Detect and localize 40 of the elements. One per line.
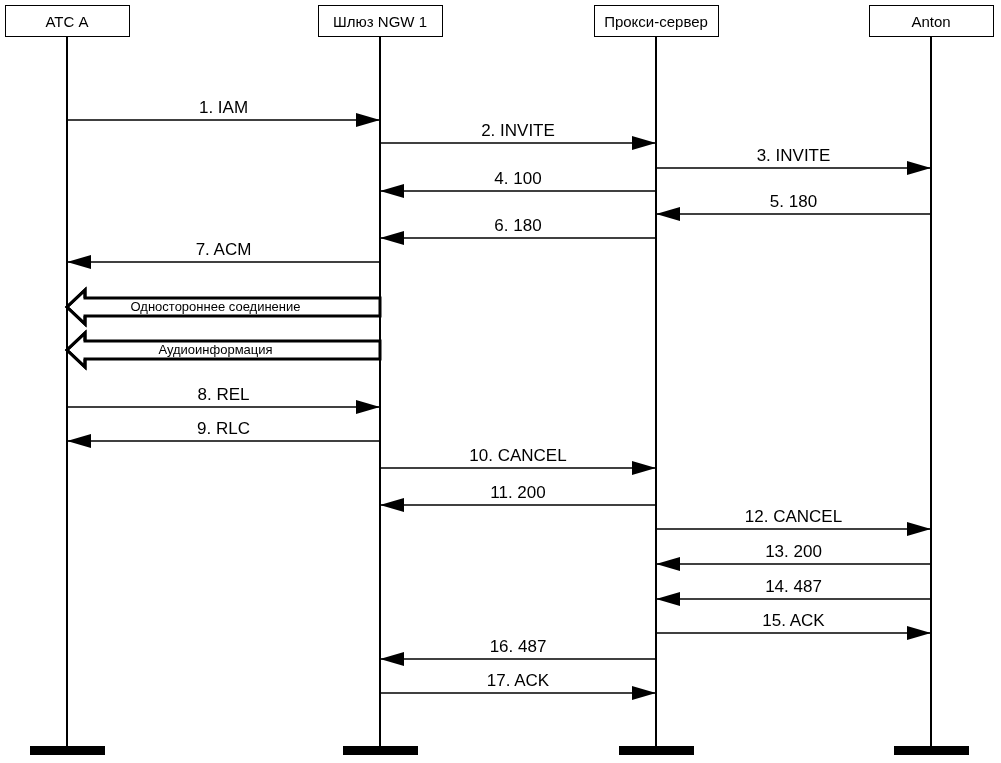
- message-arrow: [66, 400, 381, 414]
- message-label: 15. ACK: [762, 612, 825, 630]
- message-arrow: [379, 686, 657, 700]
- message-label: 13. 200: [765, 543, 822, 561]
- participant-box: Прокси-сервер: [593, 5, 719, 37]
- message-label: 7. ACM: [195, 241, 252, 259]
- message-arrow: [66, 113, 381, 127]
- message-label: 11. 200: [490, 484, 546, 502]
- message-label: 9. RLC: [197, 420, 250, 438]
- participant-box: Anton: [868, 5, 994, 37]
- participant-box: Шлюз NGW 1: [317, 5, 443, 37]
- message-arrow: [655, 557, 932, 571]
- edge-label: Аудиоинформация: [158, 343, 273, 357]
- message-label: 16. 487: [489, 638, 547, 656]
- message-arrow: [655, 626, 932, 640]
- message-label: 5. 180: [769, 193, 818, 211]
- message-label: 10. CANCEL: [469, 447, 567, 465]
- message-label: 4. 100: [494, 170, 542, 188]
- message-arrow: [66, 434, 381, 448]
- message-label: 2. INVITE: [481, 122, 555, 140]
- message-arrow: [379, 231, 657, 245]
- message-arrow: [379, 136, 657, 150]
- message-arrow: [655, 522, 932, 536]
- participant-box: АТС А: [4, 5, 130, 37]
- message-arrow: [379, 184, 657, 198]
- message-arrow: [379, 652, 657, 666]
- message-arrow: [379, 498, 657, 512]
- message-label: 6. 180: [494, 217, 542, 235]
- message-arrow: [655, 592, 932, 606]
- message-label: 17. ACK: [486, 672, 550, 690]
- message-label: 8. REL: [197, 386, 250, 404]
- message-arrow: [655, 161, 932, 175]
- edge-label: Одностороннее соединение: [130, 300, 301, 314]
- message-arrow: [379, 461, 657, 475]
- message-label: 12. CANCEL: [744, 508, 843, 526]
- message-label: 1. IAM: [198, 99, 249, 117]
- message-label: 14. 487: [765, 578, 822, 596]
- message-arrow: [66, 255, 381, 269]
- message-label: 3. INVITE: [756, 147, 831, 165]
- message-arrow: [655, 207, 932, 221]
